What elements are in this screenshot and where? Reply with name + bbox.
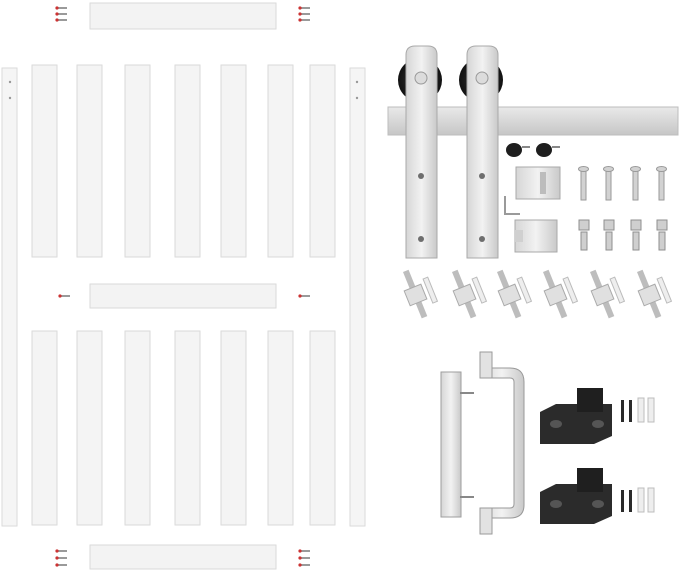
door-pieces xyxy=(1,2,366,570)
slat xyxy=(220,64,247,258)
lower-slats xyxy=(31,330,336,526)
slat xyxy=(76,64,103,258)
handle-plate xyxy=(440,371,462,518)
door-stile-left xyxy=(1,67,18,527)
door-rail-middle xyxy=(89,283,277,309)
slat xyxy=(174,64,201,258)
nuts xyxy=(578,219,668,251)
slat xyxy=(309,64,336,258)
door-stile-right xyxy=(349,67,366,527)
slat xyxy=(124,64,151,258)
upper-slats xyxy=(31,64,336,258)
bolts xyxy=(578,166,667,201)
guide-screws xyxy=(621,397,655,513)
hanger-strap xyxy=(466,45,499,259)
slat xyxy=(309,330,336,526)
pull-handle xyxy=(440,351,525,535)
slat xyxy=(267,64,294,258)
floor-guide xyxy=(540,468,612,524)
door-rail-bottom xyxy=(89,544,277,570)
hanger-strap xyxy=(405,45,438,259)
track-assembly xyxy=(387,45,679,259)
slat xyxy=(174,330,201,526)
slat xyxy=(220,330,247,526)
slat xyxy=(76,330,103,526)
handle-grip xyxy=(479,367,525,519)
door-rail-top xyxy=(89,2,277,30)
rail-stoppers xyxy=(506,143,560,157)
lag-screws xyxy=(403,269,673,319)
slat xyxy=(124,330,151,526)
slat xyxy=(31,330,58,526)
slat xyxy=(31,64,58,258)
anti-jump-brackets xyxy=(504,166,561,253)
floor-guides xyxy=(540,388,612,524)
floor-guide xyxy=(540,388,612,444)
slat xyxy=(267,330,294,526)
